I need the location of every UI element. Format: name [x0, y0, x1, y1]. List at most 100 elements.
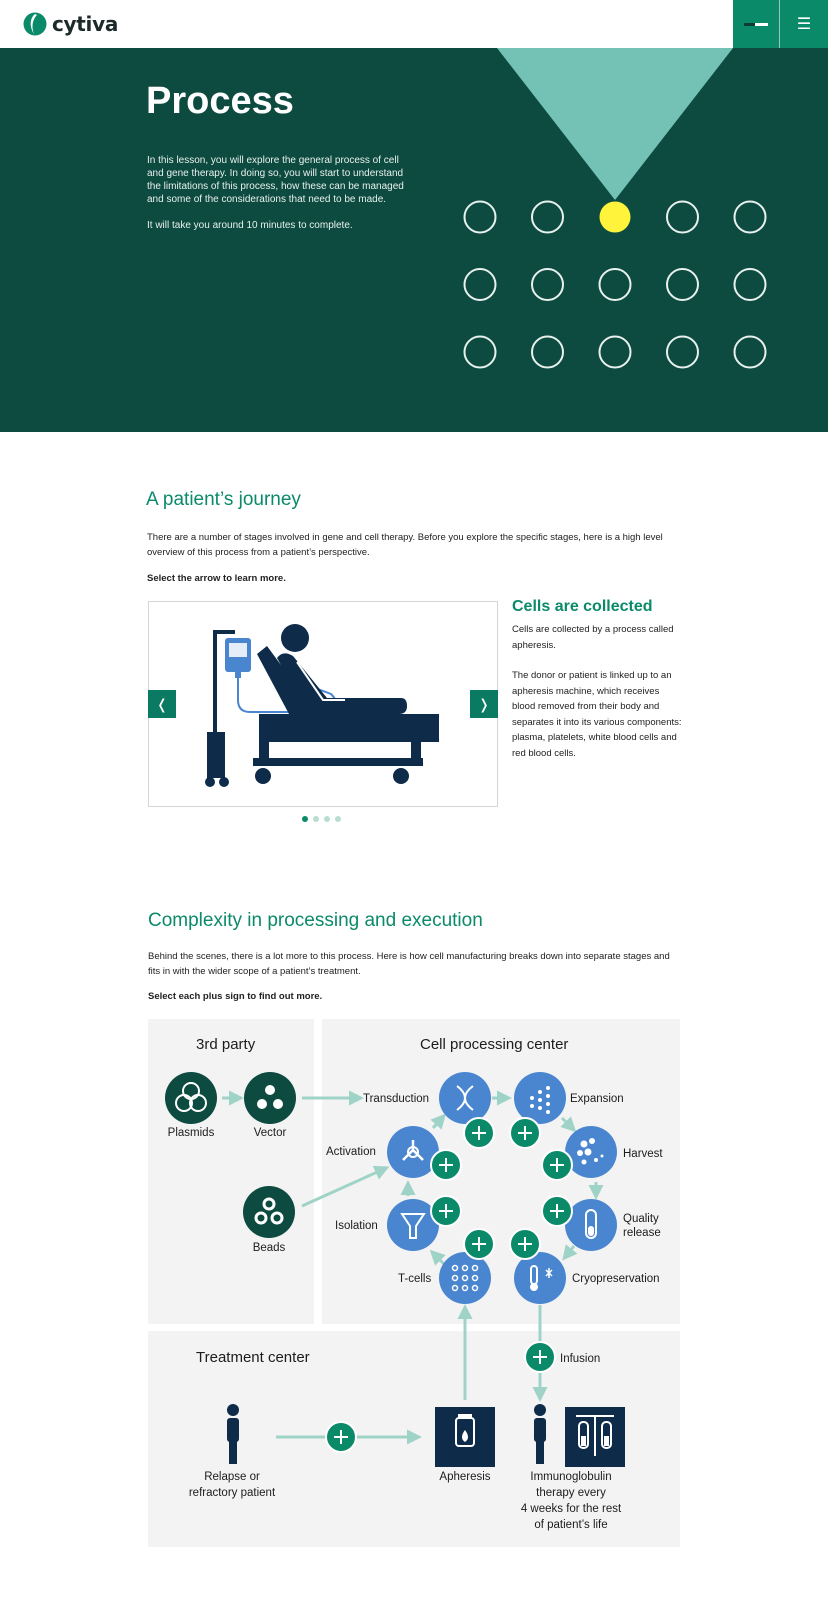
cryopreservation-icon [514, 1252, 566, 1304]
complexity-heading: Complexity in processing and execution [148, 910, 483, 931]
activation-icon [387, 1126, 439, 1178]
plus-button-quality-release[interactable] [541, 1195, 573, 1227]
hero-time-note: It will take you around 10 minutes to co… [147, 220, 353, 231]
grid-dot-active [599, 201, 631, 233]
logo-text: cytiva [52, 12, 119, 36]
apheresis-bag-icon [435, 1407, 495, 1467]
plus-icon [550, 1158, 564, 1172]
grid-dot [598, 335, 632, 369]
hero-section: Process In this lesson, you will explore… [0, 48, 828, 432]
carousel-dot[interactable] [324, 816, 330, 822]
grid-dot [531, 268, 564, 301]
vector-icon [244, 1072, 296, 1124]
quality-release-icon [565, 1199, 617, 1251]
plus-button-transduction[interactable] [463, 1117, 495, 1149]
grid-dot [733, 200, 767, 234]
transduction-icon [439, 1072, 491, 1124]
page-title: Process [146, 80, 294, 122]
grid-dot [463, 200, 497, 234]
third-party-title: 3rd party [196, 1036, 256, 1053]
top-bar: cytiva ☰ [0, 0, 828, 48]
infused-patient-icon [534, 1404, 546, 1464]
tcells-icon [439, 1252, 491, 1304]
patient-apheresis-illustration [205, 624, 439, 787]
carousel-next-button[interactable]: ❭ [470, 690, 498, 718]
plus-buttons [325, 1117, 573, 1453]
grid-dot [666, 200, 699, 234]
topbar-actions: ☰ [733, 0, 828, 48]
label-immuno-1: Immunoglobulin [530, 1471, 612, 1483]
plus-icon [439, 1204, 453, 1218]
carousel-prev-button[interactable]: ❬ [148, 690, 176, 718]
label-expansion: Expansion [570, 1093, 624, 1105]
plus-icon [518, 1237, 532, 1251]
plus-icon [472, 1237, 486, 1251]
progress-bar [744, 22, 768, 26]
label-relapse-1: Relapse or [204, 1471, 260, 1483]
treatment-center-title: Treatment center [196, 1349, 310, 1366]
immunoglobulin-vials-icon [565, 1407, 625, 1467]
plus-icon [550, 1204, 564, 1218]
plus-button-tcells[interactable] [463, 1228, 495, 1260]
plus-button-infusion[interactable] [524, 1341, 556, 1373]
label-infusion: Infusion [560, 1353, 601, 1365]
grid-dot [666, 268, 699, 301]
plus-button-apheresis[interactable] [325, 1421, 357, 1453]
plus-icon [518, 1126, 532, 1140]
chevron-left-icon: ❬ [156, 695, 168, 712]
label-relapse-2: refractory patient [188, 1487, 276, 1499]
expansion-icon [514, 1072, 566, 1124]
spotlight-funnel-graphic [497, 48, 733, 200]
dot-grid-graphic [463, 200, 767, 369]
journey-instruction: Select the arrow to learn more. [147, 573, 286, 584]
carousel-dot[interactable] [302, 816, 308, 822]
label-cryopreservation: Cryopreservation [572, 1273, 660, 1285]
plus-icon [439, 1158, 453, 1172]
grid-dot [531, 200, 564, 234]
plus-icon [472, 1126, 486, 1140]
hero-intro: In this lesson, you will explore the gen… [147, 155, 404, 205]
label-immuno-4: of patient’s life [534, 1519, 608, 1531]
harvest-icon [565, 1126, 617, 1178]
plus-button-activation[interactable] [430, 1149, 462, 1181]
label-plasmids: Plasmids [167, 1127, 215, 1139]
grid-dot [733, 335, 767, 369]
journey-heading: A patient’s journey [146, 489, 301, 510]
grid-dot [598, 268, 632, 301]
progress-fill [744, 22, 755, 26]
cytiva-leaf-icon [23, 12, 47, 36]
label-apheresis: Apheresis [439, 1471, 491, 1483]
label-transduction: Transduction [363, 1093, 430, 1105]
label-quality-2: release [623, 1227, 661, 1239]
plus-button-cryopreservation[interactable] [509, 1228, 541, 1260]
menu-button[interactable]: ☰ [780, 0, 828, 48]
complexity-intro: Behind the scenes, there is a lot more t… [148, 951, 670, 977]
isolation-icon [387, 1199, 439, 1251]
carousel-dot[interactable] [335, 816, 341, 822]
label-immuno-3: 4 weeks for the rest [520, 1503, 622, 1515]
plus-button-expansion[interactable] [509, 1117, 541, 1149]
plus-button-harvest[interactable] [541, 1149, 573, 1181]
third-party-panel [148, 1019, 314, 1324]
slide-heading: Cells are collected [512, 598, 653, 615]
carousel-dot[interactable] [313, 816, 319, 822]
hamburger-icon: ☰ [796, 16, 812, 33]
cytiva-logo[interactable]: cytiva [23, 12, 118, 36]
beads-icon [243, 1186, 295, 1238]
chevron-right-icon: ❭ [478, 695, 490, 712]
plus-button-isolation[interactable] [430, 1195, 462, 1227]
plus-icon [334, 1430, 348, 1444]
label-vector: Vector [253, 1127, 287, 1139]
grid-dot [733, 268, 767, 301]
slide-paragraph-2: The donor or patient is linked up to an … [512, 670, 682, 759]
journey-carousel [148, 601, 498, 807]
label-tcells: T-cells [398, 1273, 432, 1285]
label-isolation: Isolation [335, 1220, 378, 1232]
slide-paragraph-1: Cells are collected by a process called … [512, 624, 674, 651]
progress-button[interactable] [733, 0, 780, 48]
complexity-instruction: Select each plus sign to find out more. [148, 991, 323, 1002]
journey-intro: There are a number of stages involved in… [147, 532, 663, 558]
label-harvest: Harvest [623, 1148, 663, 1160]
plus-icon [533, 1350, 547, 1364]
